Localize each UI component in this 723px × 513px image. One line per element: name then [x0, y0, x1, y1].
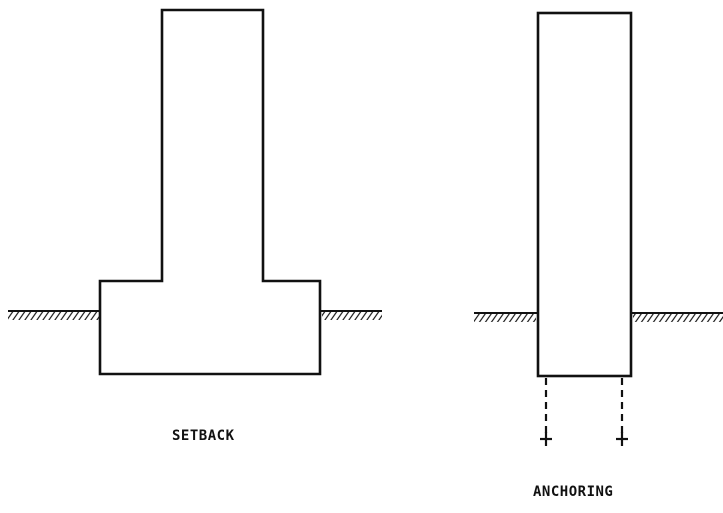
anchoring-ground-right [631, 312, 723, 322]
anchor-left [540, 378, 552, 446]
anchoring-caption: ANCHORING [533, 484, 614, 500]
setback-wall [98, 8, 322, 376]
anchoring-wall [536, 11, 633, 378]
setback-ground-right [320, 310, 382, 320]
anchor-right [616, 378, 628, 446]
setback-ground-left [8, 310, 100, 320]
anchoring-ground-left [474, 312, 538, 322]
setback-caption: SETBACK [172, 428, 235, 444]
